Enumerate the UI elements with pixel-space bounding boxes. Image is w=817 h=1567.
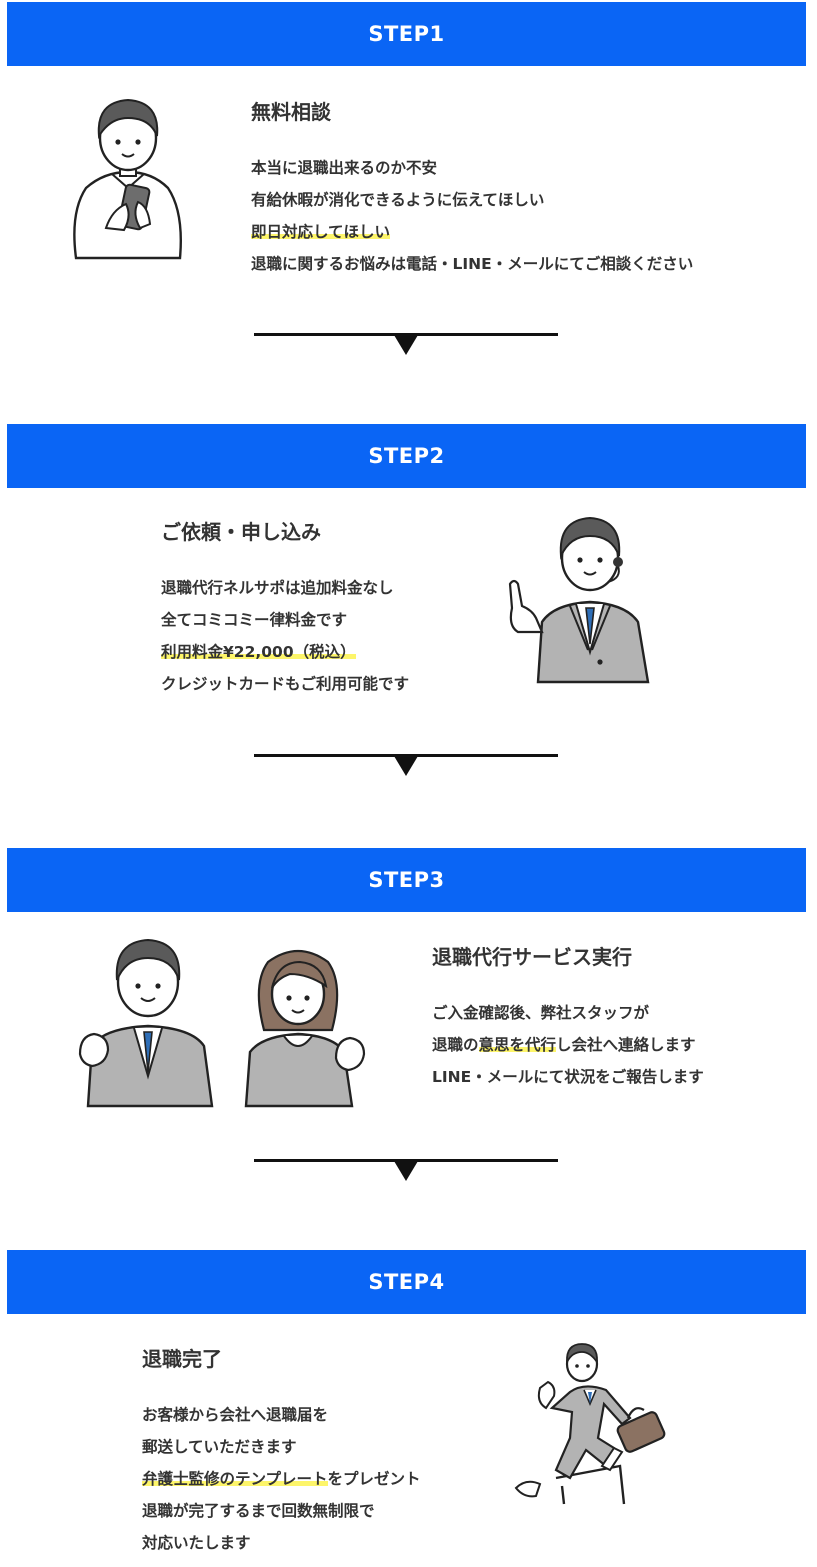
step3-line-2: 退職の意思を代行し会社へ連絡します — [432, 1036, 696, 1054]
man-jumping-hurdle-illustration — [510, 1338, 676, 1508]
step4-title: 退職完了 — [142, 1347, 222, 1371]
step2-header: STEP2 — [7, 424, 806, 488]
step1-line-4: 退職に関するお悩みは電話・LINE・メールにてご相談ください — [251, 255, 694, 273]
step2-label: STEP2 — [368, 444, 445, 468]
step1-header: STEP1 — [7, 2, 806, 66]
step3-highlight: 意思を代行 — [478, 1036, 557, 1054]
step4-line-4: 退職が完了するまで回数無制限で — [142, 1502, 375, 1520]
step1-line-3: 即日対応してほしい — [251, 216, 693, 248]
step1-line-2: 有給休暇が消化できるように伝えてほしい — [251, 191, 545, 209]
step1-line-1: 本当に退職出来るのか不安 — [251, 159, 438, 177]
step2-line-4: クレジットカードもご利用可能です — [161, 675, 410, 693]
step4-label: STEP4 — [368, 1270, 445, 1294]
step2-highlight: 利用料金¥22,000（税込） — [161, 643, 356, 661]
step1-label: STEP1 — [368, 22, 445, 46]
step3-content: 退職代行サービス実行 ご入金確認後、弊社スタッフが 退職の意思を代行し会社へ連絡… — [432, 943, 704, 1093]
step1-title: 無料相談 — [251, 100, 331, 124]
business-man-fist-illustration — [78, 936, 218, 1108]
step3-line-1: ご入金確認後、弊社スタッフが — [432, 1004, 650, 1022]
step1-content: 無料相談 本当に退職出来るのか不安 有給休暇が消化できるように伝えてほしい 即日… — [251, 98, 693, 280]
step3-title: 退職代行サービス実行 — [432, 945, 632, 969]
step3-label: STEP3 — [368, 868, 445, 892]
step4-line-2: 郵送していただきます — [142, 1438, 297, 1456]
step4-content: 退職完了 お客様から会社へ退職届を 郵送していただきます 弁護士監修のテンプレー… — [142, 1345, 421, 1559]
step2-line-2: 全てコミコミー律料金です — [161, 611, 348, 629]
step1-highlight: 即日対応してほしい — [251, 223, 391, 241]
business-woman-fist-illustration — [238, 944, 372, 1108]
step2-line-1: 退職代行ネルサポは追加料金なし — [161, 579, 394, 597]
step3-header: STEP3 — [7, 848, 806, 912]
step4-line-5: 対応いたします — [142, 1534, 251, 1552]
step2-line-3: 利用料金¥22,000（税込） — [161, 636, 409, 668]
step4-highlight: 弁護士監修のテンプレート — [142, 1470, 328, 1488]
step4-line-1: お客様から会社へ退職届を — [142, 1406, 329, 1424]
step3-down-arrow-icon — [254, 1159, 558, 1183]
step4-header: STEP4 — [7, 1250, 806, 1314]
step2-down-arrow-icon — [254, 754, 558, 778]
step4-line-3: 弁護士監修のテンプレートをプレゼント — [142, 1470, 421, 1488]
step1-down-arrow-icon — [254, 333, 558, 357]
step2-title: ご依頼・申し込み — [161, 520, 321, 544]
person-with-smartphone-illustration — [66, 92, 190, 264]
operator-with-headset-illustration — [498, 512, 654, 684]
step2-content: ご依頼・申し込み 退職代行ネルサポは追加料金なし 全てコミコミー律料金です 利用… — [161, 518, 409, 700]
step3-line-3: LINE・メールにて状況をご報告します — [432, 1068, 704, 1086]
